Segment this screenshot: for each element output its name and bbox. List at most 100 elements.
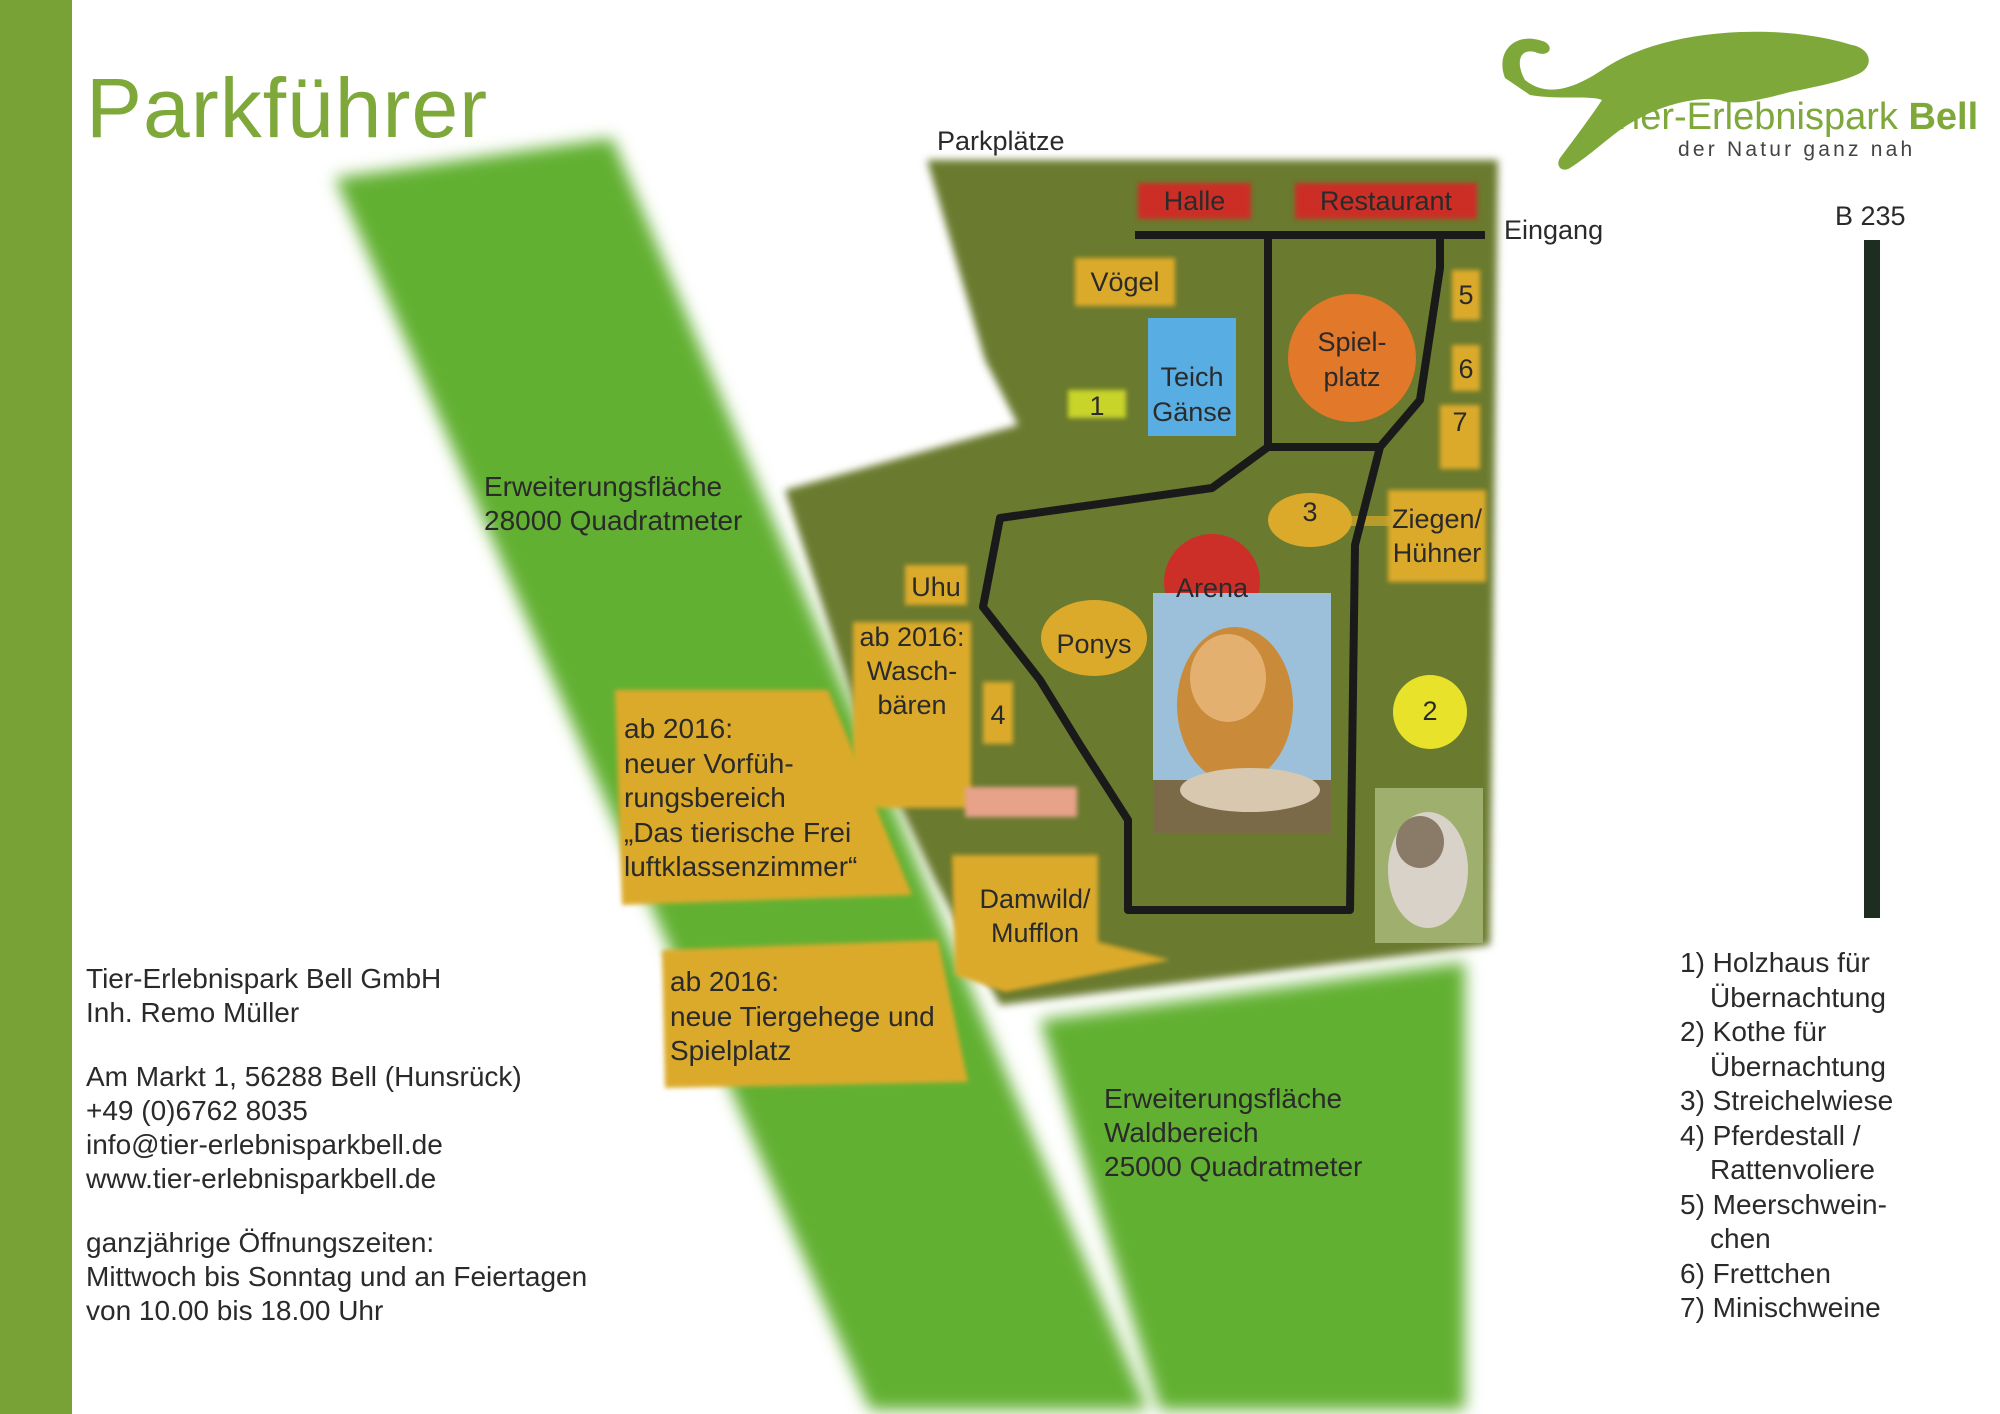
owl-enclosure [905, 565, 967, 605]
legend-item-text: 3) Streichelwiese [1680, 1085, 1894, 1116]
hours-time: von 10.00 bis 18.00 Uhr [86, 1295, 384, 1326]
expansion-area-forest [1040, 962, 1465, 1410]
connector-strip [1348, 516, 1390, 526]
owner-name: Inh. Remo Müller [86, 997, 300, 1028]
contact-info: Tier-Erlebnispark Bell GmbH Inh. Remo Mü… [86, 962, 587, 1328]
road-label: B 235 [1835, 201, 1906, 231]
pond-area [1148, 318, 1236, 436]
legend-item: 3) Streichelwiese [1680, 1084, 1893, 1119]
marker-2-area [1393, 675, 1467, 749]
marker-6-label: 6 [1458, 354, 1474, 384]
future-demo-area [615, 690, 912, 905]
company-name: Tier-Erlebnispark Bell GmbH [86, 963, 442, 994]
tiger-photo [1153, 593, 1331, 833]
demo-area-line4: „Das tierische Frei [624, 816, 852, 848]
jaguar-logo-icon [1502, 31, 1869, 170]
legend-item-text: Übernachtung [1710, 1050, 1886, 1082]
hall-building [1138, 183, 1251, 219]
demo-area-line3: rungsbereich [624, 782, 786, 813]
petting-zoo-area [1268, 493, 1352, 547]
paths [979, 231, 1485, 914]
logo-name-bold: Bell [1908, 96, 1979, 138]
deer-label-line2: Mufflon [990, 918, 1080, 948]
marker-1-label: 1 [1089, 391, 1105, 421]
marker-2-label: 2 [1422, 696, 1438, 726]
marker-7-box [1440, 405, 1480, 469]
marker-1-box [1068, 390, 1126, 418]
marker-7-label: 7 [1452, 407, 1468, 437]
goats-label: Ziegen/ Hühner [1388, 502, 1486, 570]
husky-photo [1375, 788, 1483, 943]
website-link[interactable]: www.tier-erlebnisparkbell.de [86, 1163, 437, 1194]
goats-enclosure [1388, 490, 1486, 582]
legend-item-text: 6) Frettchen [1680, 1257, 1831, 1289]
pond-label-line1: Teich [1160, 362, 1224, 392]
pond-label: Teich Gänse [1148, 360, 1236, 430]
restaurant-label: Restaurant [1319, 186, 1453, 216]
deer-label-line1: Damwild/ [979, 884, 1091, 914]
new-enclosures-label: ab 2016: neue Tiergehege und Spielplatz [670, 965, 935, 1069]
restaurant-building [1295, 183, 1477, 219]
address: Am Markt 1, 56288 Bell (Hunsrück) [86, 1061, 522, 1092]
ponies-area [1041, 600, 1147, 676]
logo-tagline: der Natur ganz nah [1678, 138, 1916, 161]
legend-item-text: 5) Meerschwein- [1680, 1188, 1887, 1220]
owl-label: Uhu [911, 572, 961, 602]
arena-label: Arena [1175, 573, 1249, 603]
legend-item: 7) Minischweine [1680, 1291, 1893, 1326]
playground-label-line2: platz [1323, 362, 1381, 392]
playground-label: Spiel- platz [1288, 325, 1416, 395]
raccoons-label-line2: Wasch- [866, 656, 958, 686]
birds-enclosure [1075, 258, 1175, 306]
west-expansion-line2: 28000 Quadratmeter [484, 505, 743, 536]
marker-4-box [983, 682, 1013, 744]
new-enclosures-line1: ab 2016: [670, 966, 779, 997]
legend-item: 4) Pferdestall /Rattenvoliere [1680, 1119, 1893, 1188]
demo-area-line5: luftklassenzimmer“ [624, 851, 858, 882]
forest-expansion-line3: 25000 Quadratmeter [1104, 1151, 1363, 1182]
birds-label: Vögel [1090, 267, 1160, 297]
hours-heading: ganzjährige Öffnungszeiten: [86, 1227, 435, 1258]
marker-4-label: 4 [990, 700, 1006, 730]
demo-area-line1: ab 2016: [624, 713, 733, 744]
new-enclosures-line3: Spielplatz [670, 1035, 792, 1066]
email-link[interactable]: info@tier-erlebnisparkbell.de [86, 1129, 443, 1160]
playground-label-line1: Spiel- [1317, 327, 1387, 357]
legend-item: 5) Meerschwein-chen [1680, 1188, 1893, 1257]
legend-item-text: Übernachtung [1710, 981, 1886, 1013]
playground-area [1288, 294, 1416, 422]
marker-3-label: 3 [1302, 497, 1318, 527]
west-expansion-label: Erweiterungsfläche 28000 Quadratmeter [484, 470, 742, 538]
logo-name: Tier-Erlebnispark [1610, 96, 1909, 138]
legend-item-text: 2) Kothe für [1680, 1016, 1827, 1047]
goats-label-line2: Hühner [1392, 538, 1482, 568]
legend-item-text: 4) Pferdestall / [1680, 1119, 1861, 1151]
legend-item-text: 1) Holzhaus für [1680, 947, 1870, 978]
raccoons-enclosure [853, 622, 971, 808]
marker-5-box [1452, 270, 1480, 320]
logo-text: Tier-Erlebnispark Bell [1610, 96, 1978, 139]
hall-label: Halle [1163, 186, 1226, 216]
hours-days: Mittwoch bis Sonntag und an Feiertagen [86, 1261, 588, 1292]
forest-expansion-line2: Waldbereich [1104, 1117, 1259, 1148]
goats-label-line1: Ziegen/ [1391, 504, 1483, 534]
legend-item-text: Rattenvoliere [1710, 1154, 1875, 1185]
raccoons-label: ab 2016: Wasch- bären [853, 620, 971, 722]
marker-5-label: 5 [1458, 280, 1474, 310]
legend-item: 6) Frettchen [1680, 1257, 1893, 1292]
salmon-strip [965, 787, 1077, 817]
deer-label: Damwild/ Mufflon [960, 882, 1110, 950]
future-enclosures-area [662, 940, 968, 1088]
phone: +49 (0)6762 8035 [86, 1095, 308, 1126]
left-accent-bar [0, 0, 72, 1414]
deer-enclosure [952, 855, 1170, 992]
forest-expansion-label: Erweiterungsfläche Waldbereich 25000 Qua… [1104, 1082, 1362, 1184]
entrance-label: Eingang [1504, 215, 1604, 245]
road-b235 [1864, 240, 1880, 918]
legend-item-text: 7) Minischweine [1680, 1292, 1881, 1323]
marker-6-box [1452, 345, 1480, 391]
